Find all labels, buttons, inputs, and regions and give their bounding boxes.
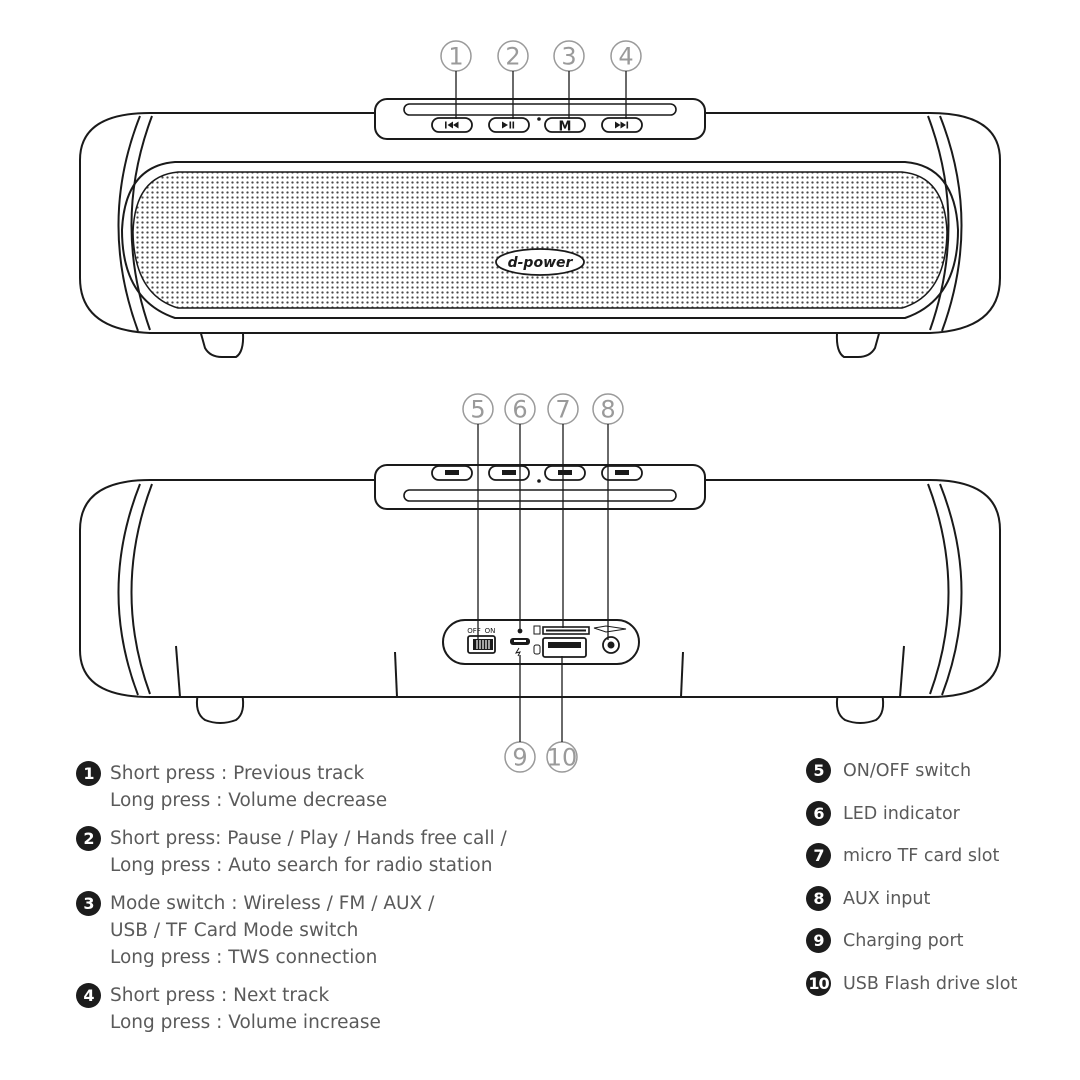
legend-text: Short press : Previous track bbox=[110, 763, 365, 784]
usb-slot[interactable] bbox=[533, 637, 587, 658]
charging-bolt-icon bbox=[514, 647, 521, 657]
speaker-front-view bbox=[79, 98, 1001, 358]
back-control-panel bbox=[374, 464, 706, 510]
legend-text: Long press : Auto search for radio stati… bbox=[110, 855, 493, 876]
callout-1: 1 bbox=[448, 43, 463, 71]
back-left-foot bbox=[195, 692, 245, 724]
callout-8: 8 bbox=[600, 396, 615, 424]
callout-10: 10 bbox=[547, 744, 578, 772]
switch-off-label: OFF bbox=[467, 627, 481, 635]
callout-2: 2 bbox=[505, 43, 520, 71]
front-left-foot bbox=[199, 329, 245, 358]
legend-text: LED indicator bbox=[843, 803, 960, 824]
legend-text: Charging port bbox=[843, 931, 964, 951]
legend-badge-1: 1 bbox=[76, 761, 101, 786]
callout-3: 3 bbox=[561, 43, 576, 71]
aux-input[interactable] bbox=[593, 625, 627, 654]
play-pause-button[interactable] bbox=[488, 117, 530, 133]
next-track-icon bbox=[615, 121, 629, 129]
callout-5: 5 bbox=[470, 396, 485, 424]
play-pause-icon bbox=[502, 121, 515, 129]
front-right-foot bbox=[835, 329, 881, 358]
legend-text: Short press : Next track bbox=[110, 985, 330, 1006]
svg-text:d-power: d-power bbox=[508, 255, 574, 271]
legend-badge-9: 9 bbox=[806, 928, 831, 953]
legend-badge-7: 7 bbox=[806, 843, 831, 868]
front-buttons bbox=[431, 117, 643, 133]
on-off-switch[interactable] bbox=[467, 635, 496, 654]
front-speaker-grille bbox=[132, 171, 948, 309]
legend-text: Long press : Volume decrease bbox=[110, 790, 388, 811]
mode-button-label: M bbox=[559, 120, 572, 135]
callout-9: 9 bbox=[512, 744, 527, 772]
callout-4: 4 bbox=[618, 43, 633, 71]
tf-card-slot[interactable] bbox=[533, 625, 590, 635]
back-right-foot bbox=[835, 692, 885, 724]
legend-badge-2: 2 bbox=[76, 826, 101, 851]
legend-text: ON/OFF switch bbox=[843, 761, 972, 781]
port-legend: 5 ON/OFF switch 6 LED indicator 7 micro … bbox=[806, 758, 1076, 997]
button-function-legend: 1 Short press : Previous track Long pres… bbox=[76, 760, 596, 1036]
legend-text: Long press : TWS connection bbox=[110, 947, 378, 968]
legend-item-10: 10 USB Flash drive slot bbox=[806, 970, 1076, 997]
front-callouts bbox=[440, 40, 642, 72]
legend-text: USB Flash drive slot bbox=[843, 973, 1018, 994]
legend-item-6: 6 LED indicator bbox=[806, 800, 1076, 827]
legend-text: Mode switch : Wireless / FM / AUX / bbox=[110, 893, 435, 914]
legend-badge-5: 5 bbox=[806, 758, 831, 783]
back-body-outline bbox=[79, 479, 1001, 698]
legend-badge-10: 10 bbox=[806, 970, 831, 996]
legend-item-8: 8 AUX input bbox=[806, 885, 1076, 912]
callout-7: 7 bbox=[555, 396, 570, 424]
callout-6: 6 bbox=[512, 396, 527, 424]
speaker-diagram: M d-power 1 2 3 4 bbox=[79, 40, 1001, 773]
back-callouts bbox=[462, 393, 624, 773]
legend-badge-8: 8 bbox=[806, 885, 831, 911]
legend-item-1: 1 Short press : Previous track Long pres… bbox=[76, 760, 596, 814]
legend-item-3: 3 Mode switch : Wireless / FM / AUX / US… bbox=[76, 890, 596, 971]
speaker-back-view bbox=[79, 464, 1001, 724]
legend-text: USB / TF Card Mode switch bbox=[110, 920, 359, 941]
legend-text: micro TF card slot bbox=[843, 846, 1000, 866]
legend-text: Short press: Pause / Play / Hands free c… bbox=[110, 828, 507, 849]
legend-badge-4: 4 bbox=[76, 983, 101, 1008]
legend-badge-6: 6 bbox=[806, 800, 831, 826]
charging-port[interactable] bbox=[510, 638, 530, 645]
mode-button[interactable] bbox=[544, 117, 586, 133]
previous-track-icon bbox=[445, 121, 459, 129]
d-power-logo: d-power bbox=[495, 248, 585, 276]
led-indicator bbox=[517, 628, 523, 634]
front-led-dot bbox=[537, 117, 541, 121]
legend-item-9: 9 Charging port bbox=[806, 928, 1076, 954]
legend-text: AUX input bbox=[843, 888, 931, 909]
legend-badge-3: 3 bbox=[76, 891, 101, 916]
legend-item-2: 2 Short press: Pause / Play / Hands free… bbox=[76, 825, 596, 879]
legend-item-4: 4 Short press : Next track Long press : … bbox=[76, 982, 596, 1036]
legend-item-5: 5 ON/OFF switch bbox=[806, 758, 1076, 784]
switch-on-label: ON bbox=[485, 627, 496, 635]
legend-text: Long press : Volume increase bbox=[110, 1012, 381, 1033]
legend-item-7: 7 micro TF card slot bbox=[806, 843, 1076, 869]
